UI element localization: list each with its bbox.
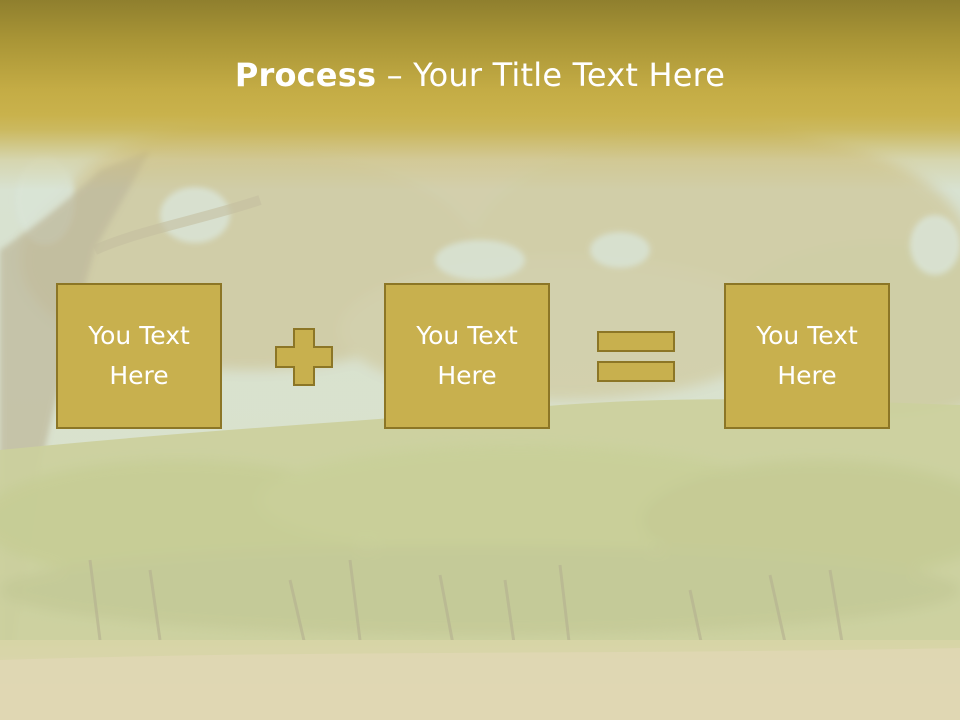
title-text-part: – Your Title Text Here (376, 56, 726, 94)
process-box-2-text: You Text Here (416, 321, 518, 390)
process-box-1[interactable]: You Text Here (56, 283, 222, 429)
process-box-3[interactable]: You Text Here (724, 283, 890, 429)
process-box-2[interactable]: You Text Here (384, 283, 550, 429)
equals-icon (597, 331, 675, 382)
plus-icon (275, 328, 333, 386)
slide-title[interactable]: Process – Your Title Text Here (0, 52, 960, 98)
process-box-3-text: You Text Here (756, 321, 858, 390)
title-bold-part: Process (234, 56, 377, 94)
process-box-1-text: You Text Here (88, 321, 190, 390)
title-band (0, 0, 960, 190)
